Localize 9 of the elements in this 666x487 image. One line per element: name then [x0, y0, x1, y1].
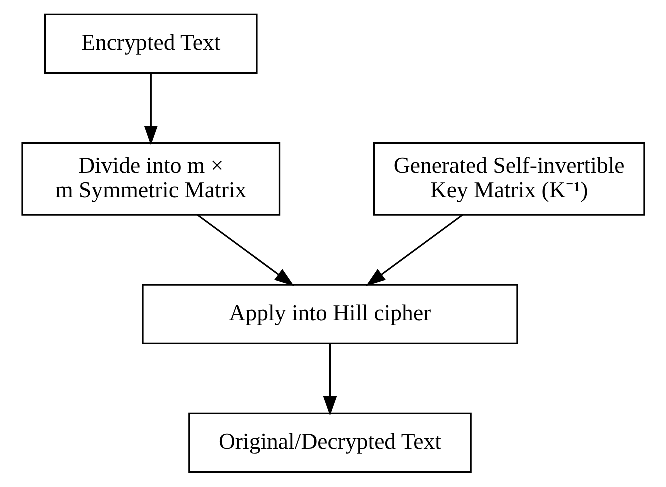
- arrow: [322, 344, 337, 416]
- arrow: [144, 74, 158, 146]
- node-box: Original/Decrypted Text: [188, 412, 472, 474]
- node-box: Apply into Hill cipher: [142, 284, 518, 344]
- arrow: [366, 214, 463, 286]
- node-box: Generated Self-invertible Key Matrix (K⁻¹): [372, 142, 645, 216]
- node-box: Encrypted Text: [44, 14, 258, 74]
- node-box: Divide into m × m Symmetric Matrix: [21, 142, 280, 216]
- arrow: [196, 214, 294, 286]
